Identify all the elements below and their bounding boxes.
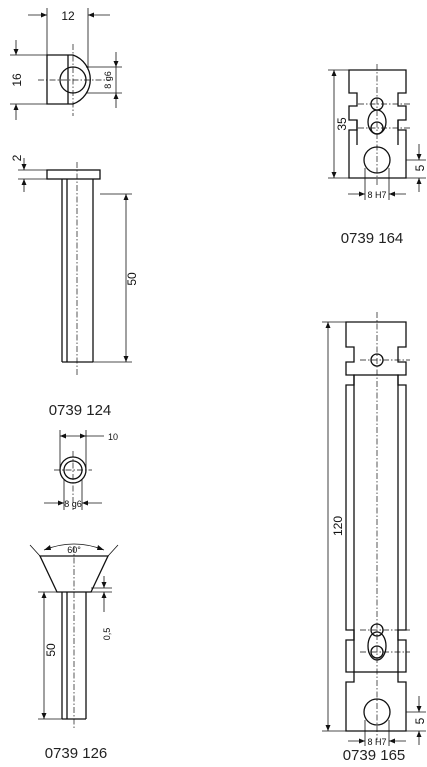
dim-offset-126: 0,5 (102, 628, 112, 641)
dim-bore-165: 8 H7 (367, 737, 386, 747)
dim-length-124: 50 (125, 272, 139, 286)
dim-height-124: 16 (10, 73, 24, 87)
part-label-164: 0739 164 (341, 230, 404, 247)
dim-length-126: 50 (44, 643, 58, 657)
part-124-top-view: 12 16 8 g6 (10, 8, 122, 120)
dim-edge-165: 5 (413, 717, 427, 724)
dim-bore-126: 8 g6 (64, 499, 82, 509)
dim-edge-164: 5 (413, 164, 427, 171)
part-label-165: 0739 165 (343, 747, 406, 764)
dim-width-124: 12 (61, 9, 75, 23)
part-label-124: 0739 124 (49, 402, 112, 419)
part-124-side-view: 2 50 (10, 154, 139, 375)
part-126-side-view: 60° 0,5 50 (29, 543, 119, 730)
dim-bore-124: 8 g6 (103, 71, 113, 89)
part-165-view: 120 5 8 H7 (322, 312, 427, 747)
dim-height-165: 120 (331, 516, 345, 536)
part-126-top-view: 10 8 g6 (44, 430, 118, 510)
dim-flange-124: 2 (10, 154, 24, 161)
dim-bore-164: 8 H7 (367, 190, 386, 200)
part-164-view: 35 5 8 H7 (328, 64, 427, 200)
dim-height-164: 35 (335, 117, 349, 131)
part-label-126: 0739 126 (45, 745, 108, 762)
dim-outer-126: 10 (108, 432, 118, 442)
